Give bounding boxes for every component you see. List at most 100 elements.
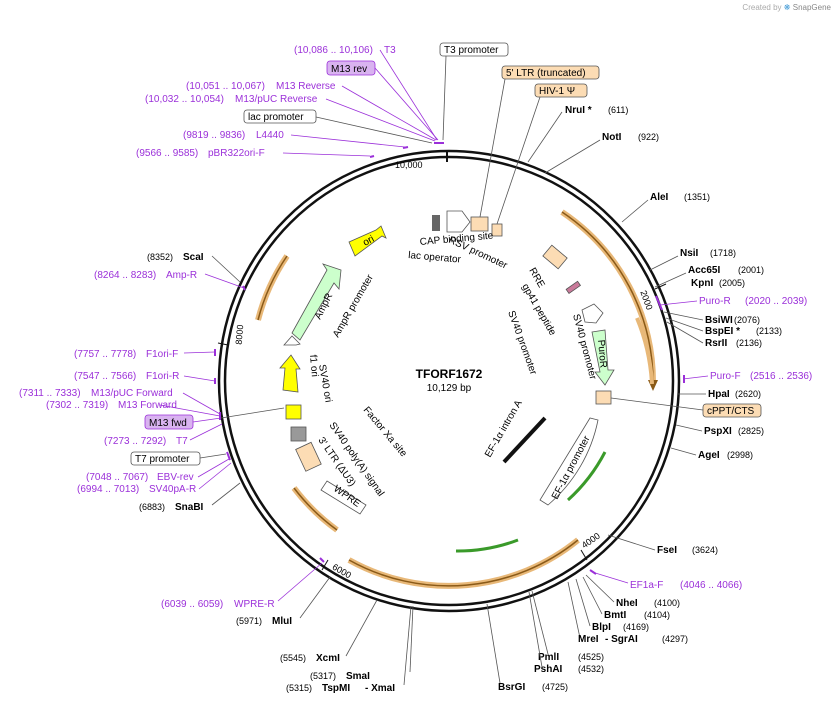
factor-xa-label: Factor Xa site bbox=[361, 405, 409, 460]
mrei-label[interactable]: MreI bbox=[578, 634, 599, 645]
alei-label[interactable]: AleI bbox=[650, 192, 669, 203]
orf-arc-upper-left-core bbox=[257, 255, 288, 321]
bsrgi-label[interactable]: BsrGI bbox=[498, 682, 525, 693]
sv40-promoter-inner-label: SV40 promoter bbox=[505, 309, 539, 377]
t3-promoter-label[interactable]: T3 promoter bbox=[444, 45, 499, 56]
bsiwi-label[interactable]: BsiWI bbox=[705, 315, 733, 326]
bspei-pos: (2133) bbox=[756, 326, 782, 336]
tspmi-label[interactable]: TspMI bbox=[322, 683, 350, 694]
lac-promoter-label[interactable]: lac promoter bbox=[248, 112, 304, 123]
pshai-label[interactable]: PshAI bbox=[534, 664, 563, 675]
xcmi-label[interactable]: XcmI bbox=[316, 653, 340, 664]
wpre-box bbox=[320, 480, 367, 515]
t7-promoter-box[interactable] bbox=[130, 451, 201, 466]
ef1af-range: (4046 .. 4066) bbox=[680, 580, 742, 591]
pspxi-pos: (2825) bbox=[738, 426, 764, 436]
f1-ori-arrow bbox=[279, 354, 301, 393]
rsrii-pos: (2136) bbox=[736, 338, 762, 348]
lac-operator-label: lac operator bbox=[408, 250, 462, 266]
agei-label[interactable]: AgeI bbox=[698, 450, 720, 461]
m13r-label[interactable]: M13 Reverse bbox=[276, 81, 336, 92]
xmai-label[interactable]: - XmaI bbox=[365, 683, 395, 694]
m13puc-f-label[interactable]: M13/pUC Forward bbox=[91, 388, 173, 399]
sv40par-label[interactable]: SV40pA-R bbox=[149, 484, 196, 495]
ef1a-promoter-label: EF-1α promoter bbox=[550, 434, 593, 502]
sv40-polya-block bbox=[290, 426, 307, 442]
sgrai-label[interactable]: - SgrAI bbox=[605, 634, 638, 645]
l4440-range: (9819 .. 9836) bbox=[183, 130, 245, 141]
snapgene-credit: Created by ❋ SnapGene bbox=[742, 3, 831, 12]
feature-lac-operator-block bbox=[432, 215, 440, 231]
rsrii-label[interactable]: RsrII bbox=[705, 338, 727, 349]
ltr5-box[interactable] bbox=[501, 65, 600, 80]
hiv-label[interactable]: HIV-1 Ψ bbox=[539, 86, 575, 97]
wprer-label[interactable]: WPRE-R bbox=[234, 599, 275, 610]
pmli-label[interactable]: PmlI bbox=[538, 652, 559, 663]
m13-fwd-label[interactable]: M13 fwd bbox=[149, 418, 187, 429]
tick-4000 bbox=[580, 549, 588, 561]
nsii-label[interactable]: NsiI bbox=[680, 248, 699, 259]
puror-primer-label[interactable]: Puro-R bbox=[699, 296, 731, 307]
ef1af-label[interactable]: EF1a-F bbox=[630, 580, 663, 591]
orf-arc-bottom-core bbox=[348, 539, 579, 587]
pmli-pos: (4525) bbox=[578, 652, 604, 662]
hpai-label[interactable]: HpaI bbox=[708, 389, 730, 400]
noti-label[interactable]: NotI bbox=[602, 132, 622, 143]
smai-label[interactable]: SmaI bbox=[346, 671, 370, 682]
ltr5-block bbox=[470, 216, 489, 232]
nhei-label[interactable]: NheI bbox=[616, 598, 638, 609]
f1orir-label[interactable]: F1ori-R bbox=[146, 371, 179, 382]
t7-label[interactable]: T7 bbox=[176, 436, 188, 447]
mlui-label[interactable]: MluI bbox=[272, 616, 292, 627]
bspei-label[interactable]: BspEI * bbox=[705, 326, 740, 337]
ampr-arrow bbox=[291, 263, 342, 341]
fsei-label[interactable]: FseI bbox=[657, 545, 677, 556]
t3-promoter-box[interactable] bbox=[439, 42, 509, 57]
blpi-label[interactable]: BlpI bbox=[592, 622, 611, 633]
ampr-primer-label[interactable]: Amp-R bbox=[166, 270, 197, 281]
ebvrev-label[interactable]: EBV-rev bbox=[157, 472, 194, 483]
f1orif-range: (7757 .. 7778) bbox=[74, 349, 136, 360]
m13puc-r-range: (10,032 .. 10,054) bbox=[145, 94, 224, 105]
t7-range: (7273 .. 7292) bbox=[104, 436, 166, 447]
snabi-label[interactable]: SnaBI bbox=[175, 502, 204, 513]
lac-promoter-box[interactable] bbox=[243, 109, 317, 124]
nrui-pos: (611) bbox=[608, 105, 628, 115]
snapgene-brand: SnapGene bbox=[792, 3, 831, 12]
bmti-label[interactable]: BmtI bbox=[604, 610, 626, 621]
cppt-box[interactable] bbox=[702, 403, 762, 418]
bottom-labels: FseI (3624) EF1a-F (4046 .. 4066) NheI (… bbox=[161, 534, 742, 694]
plasmid-length: 10,129 bp bbox=[427, 383, 472, 394]
sv40-ori-block bbox=[285, 404, 302, 420]
m13f-range: (7302 .. 7319) bbox=[46, 400, 108, 411]
kpni-label[interactable]: KpnI bbox=[691, 278, 713, 289]
m13-rev-label[interactable]: M13 rev bbox=[331, 64, 367, 75]
m13puc-r-label[interactable]: M13/pUC Reverse bbox=[235, 94, 318, 105]
t7-promoter-label[interactable]: T7 promoter bbox=[135, 454, 190, 465]
top-labels: (10,086 .. 10,106) T3 T3 promoter M13 re… bbox=[136, 42, 600, 225]
m13puc-f-range: (7311 .. 7333) bbox=[19, 388, 81, 399]
f1orif-label[interactable]: F1ori-F bbox=[146, 349, 178, 360]
tick-label-10000: 10,000 bbox=[395, 160, 423, 170]
blpi-pos: (4169) bbox=[623, 622, 649, 632]
l4440-label[interactable]: L4440 bbox=[256, 130, 284, 141]
hiv-box[interactable] bbox=[534, 83, 588, 98]
nrui-label[interactable]: NruI * bbox=[565, 105, 592, 116]
purof-range: (2516 .. 2536) bbox=[750, 371, 812, 382]
scai-label[interactable]: ScaI bbox=[183, 252, 204, 263]
ampr-primer-range: (8264 .. 8283) bbox=[94, 270, 156, 281]
scai-pos: (8352) bbox=[147, 252, 173, 262]
smai-pos: (5317) bbox=[310, 671, 336, 681]
nhei-pos: (4100) bbox=[654, 598, 680, 608]
purof-label[interactable]: Puro-F bbox=[710, 371, 741, 382]
puror-label: PuroR bbox=[595, 339, 608, 368]
m13f-label[interactable]: M13 Forward bbox=[118, 400, 177, 411]
acc65i-label[interactable]: Acc65I bbox=[688, 265, 720, 276]
pspxi-label[interactable]: PspXI bbox=[704, 426, 732, 437]
ltr5-label[interactable]: 5' LTR (truncated) bbox=[506, 68, 586, 79]
pbr-label[interactable]: pBR322ori-F bbox=[208, 148, 265, 159]
cppt-label[interactable]: cPPT/CTS bbox=[707, 406, 755, 417]
snabi-pos: (6883) bbox=[139, 502, 165, 512]
t3-label[interactable]: T3 bbox=[384, 45, 396, 56]
